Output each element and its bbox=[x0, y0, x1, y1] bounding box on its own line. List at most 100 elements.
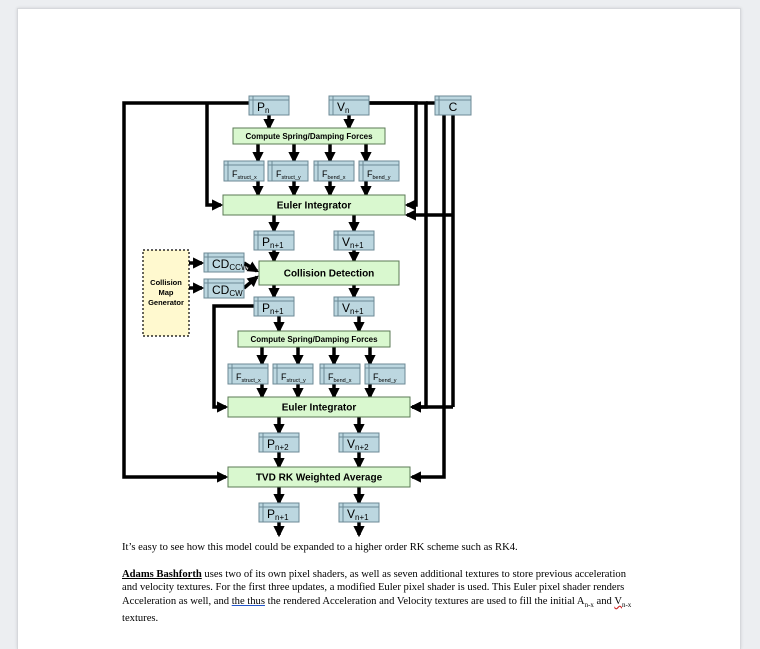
texture-v-n1-b: Vn+1 bbox=[333, 296, 375, 317]
texture-f-struct-x-2: Fstruct_x bbox=[227, 363, 269, 385]
svg-text:Vn+1: Vn+1 bbox=[342, 235, 364, 250]
texture-base: V bbox=[342, 301, 350, 315]
texture-f-bend-y-1: Fbend_y bbox=[358, 160, 400, 182]
texture-subscript: n bbox=[345, 106, 349, 115]
svg-text:Pn+1: Pn+1 bbox=[262, 235, 284, 250]
texture-c: C bbox=[434, 95, 472, 116]
texture-base: V bbox=[347, 437, 355, 451]
texture-v-n1-a: Vn+1 bbox=[333, 230, 375, 251]
texture-base: F bbox=[236, 372, 242, 382]
texture-p-n: Pn bbox=[248, 95, 290, 116]
para2-text-d: textures. bbox=[122, 613, 159, 625]
texture-p-n1-a: Pn+1 bbox=[253, 230, 295, 251]
svg-text:Fstruct_y: Fstruct_y bbox=[281, 372, 306, 384]
para2-text-c: and bbox=[593, 595, 615, 607]
pn-to-euler1-wire bbox=[205, 103, 224, 211]
texture-subscript: n+1 bbox=[350, 307, 364, 316]
texture-subscript: bend_y bbox=[379, 378, 397, 384]
texture-base: F bbox=[373, 372, 379, 382]
pn-to-tvd-wire bbox=[122, 101, 249, 483]
texture-subscript: struct_y bbox=[287, 378, 307, 384]
texture-base: P bbox=[267, 507, 275, 521]
para2-text-a: uses two of its own pixel shaders, as we… bbox=[122, 569, 626, 607]
texture-subscript: struct_y bbox=[282, 175, 302, 181]
paragraph-rk4: It’s easy to see how this model could be… bbox=[122, 542, 518, 553]
texture-base: CD bbox=[212, 283, 230, 297]
svg-text:Pn+2: Pn+2 bbox=[267, 437, 289, 452]
process-euler-1: Euler Integrator bbox=[222, 194, 406, 216]
svg-text:Compute Spring/Damping Forces: Compute Spring/Damping Forces bbox=[245, 132, 373, 141]
process-spring-1: Compute Spring/Damping Forces bbox=[232, 127, 386, 145]
texture-base: P bbox=[262, 301, 270, 315]
texture-base: V bbox=[337, 100, 345, 114]
texture-base: V bbox=[342, 235, 350, 249]
texture-base: P bbox=[262, 235, 270, 249]
texture-base: P bbox=[267, 437, 275, 451]
svg-text:Vn+1: Vn+1 bbox=[347, 507, 369, 522]
process-collision: Collision Detection bbox=[258, 260, 400, 286]
texture-base: F bbox=[232, 169, 238, 179]
para2-text-b: the rendered Acceleration and Velocity t… bbox=[264, 595, 585, 607]
texture-subscript: struct_x bbox=[238, 175, 258, 181]
svg-text:Euler Integrator: Euler Integrator bbox=[282, 403, 357, 414]
svg-text:Fstruct_x: Fstruct_x bbox=[232, 169, 257, 181]
texture-base: F bbox=[276, 169, 282, 179]
texture-f-bend-y-2: Fbend_y bbox=[364, 363, 406, 385]
grammar-flagged-phrase: the thus bbox=[231, 595, 265, 607]
texture-subscript: n+1 bbox=[275, 513, 289, 522]
texture-subscript: n+1 bbox=[355, 513, 369, 522]
pn1-to-euler2-wire bbox=[212, 304, 254, 413]
texture-f-struct-y-2: Fstruct_y bbox=[272, 363, 314, 385]
texture-subscript: bend_y bbox=[373, 175, 391, 181]
texture-p-n2: Pn+2 bbox=[258, 432, 300, 453]
texture-v-n: Vn bbox=[328, 95, 370, 116]
svg-text:Fbend_y: Fbend_y bbox=[373, 372, 397, 384]
svg-text:C: C bbox=[449, 100, 458, 114]
texture-base: F bbox=[367, 169, 373, 179]
svg-text:Vn: Vn bbox=[337, 100, 349, 115]
svg-text:Vn+1: Vn+1 bbox=[342, 301, 364, 316]
svg-text:CDCCW: CDCCW bbox=[212, 257, 249, 272]
svg-text:Fbend_x: Fbend_x bbox=[328, 372, 352, 384]
svg-text:CDCW: CDCW bbox=[212, 283, 243, 298]
texture-p-n1-c: Pn+1 bbox=[258, 502, 300, 523]
svg-text:Pn: Pn bbox=[257, 100, 269, 115]
texture-subscript: n+1 bbox=[350, 241, 364, 250]
cw-to-collision-wire bbox=[242, 275, 259, 290]
texture-p-n1-b: Pn+1 bbox=[253, 296, 295, 317]
svg-text:Compute Spring/Damping Forces: Compute Spring/Damping Forces bbox=[250, 335, 378, 344]
adams-bashforth-term: Adams Bashforth bbox=[122, 569, 202, 580]
process-euler-2: Euler Integrator bbox=[227, 396, 411, 418]
texture-subscript: n bbox=[265, 106, 269, 115]
texture-base: C bbox=[449, 100, 458, 114]
texture-v-n2: Vn+2 bbox=[338, 432, 380, 453]
svg-text:TVD RK Weighted Average: TVD RK Weighted Average bbox=[256, 473, 383, 484]
svg-text:Fstruct_y: Fstruct_y bbox=[276, 169, 301, 181]
texture-subscript: n+2 bbox=[275, 443, 289, 452]
subscript-v: n-x bbox=[621, 600, 632, 609]
svg-text:Collision: Collision bbox=[150, 278, 182, 287]
texture-subscript: bend_x bbox=[328, 175, 346, 181]
svg-text:Vn+2: Vn+2 bbox=[347, 437, 369, 452]
texture-base: CD bbox=[212, 257, 230, 271]
subscript-a: n-x bbox=[584, 600, 594, 609]
connection-arrows bbox=[122, 101, 455, 538]
svg-text:Euler Integrator: Euler Integrator bbox=[277, 201, 352, 212]
texture-base: V bbox=[347, 507, 355, 521]
svg-text:Pn+1: Pn+1 bbox=[267, 507, 289, 522]
texture-subscript: n+2 bbox=[355, 443, 369, 452]
paragraph-adams-bashforth: Adams Bashforth uses two of its own pixe… bbox=[122, 568, 632, 626]
texture-f-bend-x-1: Fbend_x bbox=[313, 160, 355, 182]
texture-f-bend-x-2: Fbend_x bbox=[319, 363, 361, 385]
svg-text:Fstruct_x: Fstruct_x bbox=[236, 372, 261, 384]
vn-to-euler1-wire bbox=[369, 101, 418, 211]
svg-text:Pn+1: Pn+1 bbox=[262, 301, 284, 316]
svg-text:Map: Map bbox=[159, 288, 174, 297]
texture-f-struct-y-1: Fstruct_y bbox=[267, 160, 309, 182]
texture-subscript: CW bbox=[229, 289, 243, 298]
